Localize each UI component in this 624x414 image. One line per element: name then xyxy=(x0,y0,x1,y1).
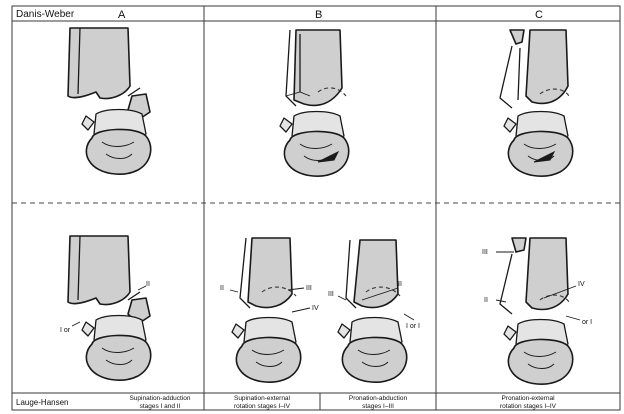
caption-pa-line2: stages I–III xyxy=(362,403,394,410)
caption-ser-line1: Supination-external xyxy=(234,395,291,402)
caption-sa-line1: Supination-adduction xyxy=(129,395,190,402)
lauge-hansen-sa-illustration: II I or xyxy=(60,236,151,380)
weber-a-illustration xyxy=(68,28,151,174)
lauge-hansen-per-illustration: III IV II or I xyxy=(482,238,592,384)
caption-pa-line1: Pronation-abduction xyxy=(349,395,408,402)
label-b2-ii: II xyxy=(398,281,402,288)
lauge-hansen-ser-illustration: II III IV xyxy=(220,238,319,382)
caption-sa-line2: stages I and II xyxy=(140,403,181,410)
lauge-hansen-title: Lauge-Hansen xyxy=(16,398,68,407)
column-header-c: C xyxy=(535,9,543,21)
label-b1-iii: III xyxy=(306,285,312,292)
label-c-i-or: or I xyxy=(582,319,592,326)
caption-per-line1: Pronation-external xyxy=(501,395,555,402)
label-b1-ii: II xyxy=(220,285,224,292)
weber-c-illustration xyxy=(500,30,573,176)
label-a-i: I or xyxy=(60,327,71,334)
column-header-a: A xyxy=(118,9,126,21)
label-b2-iii: III xyxy=(328,291,334,298)
weber-b-illustration xyxy=(280,30,349,176)
lauge-hansen-pa-illustration: III II I or I xyxy=(328,240,420,382)
caption-ser-line2: rotation stages I–IV xyxy=(234,403,291,410)
column-header-b: B xyxy=(315,9,322,21)
caption-per-line2: rotation stages I–IV xyxy=(500,403,557,410)
label-b1-iv: IV xyxy=(312,305,319,312)
label-a-ii: II xyxy=(146,281,150,288)
label-c-iii: III xyxy=(482,249,488,256)
label-c-iv: IV xyxy=(578,281,585,288)
danis-weber-title: Danis-Weber xyxy=(16,9,75,20)
label-c-ii: II xyxy=(484,297,488,304)
label-b2-i-or: I or I xyxy=(406,323,420,330)
